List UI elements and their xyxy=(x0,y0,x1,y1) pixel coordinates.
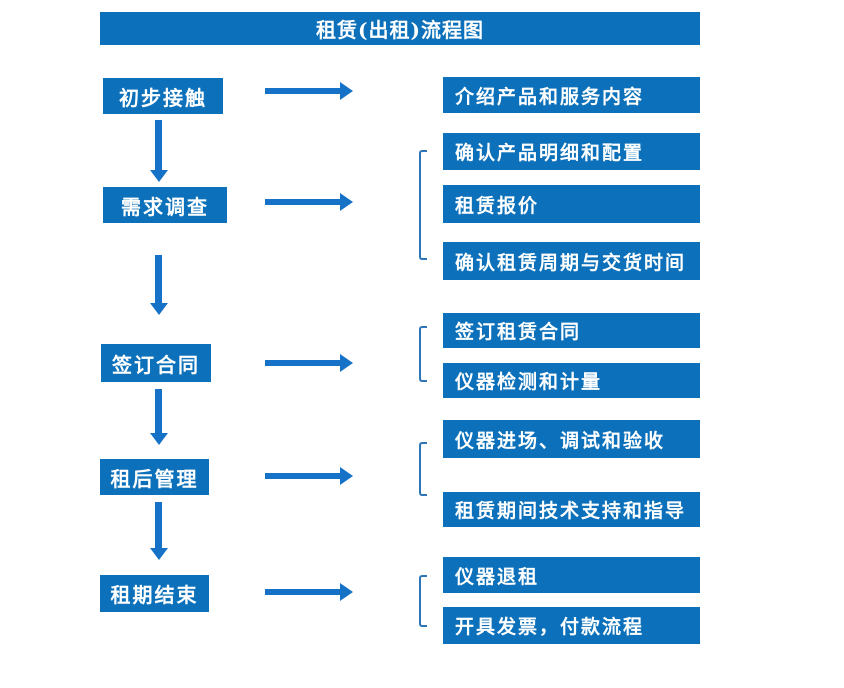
step-box-rental-end: 租期结束 xyxy=(100,575,209,612)
detail-box-instrument-inspection: 仪器检测和计量 xyxy=(443,363,700,398)
bracket-rental-end-group xyxy=(419,575,427,627)
detail-box-confirm-product-config: 确认产品明细和配置 xyxy=(443,133,700,170)
detail-box-technical-support: 租赁期间技术支持和指导 xyxy=(443,492,700,527)
step-box-post-rental-management: 租后管理 xyxy=(100,459,209,495)
down-arrow-4 xyxy=(155,502,162,548)
right-arrow-4 xyxy=(265,473,340,479)
right-arrow-3 xyxy=(265,360,340,366)
bracket-demand-survey-group xyxy=(419,150,427,260)
step-box-initial-contact: 初步接触 xyxy=(103,78,223,114)
step-box-sign-contract: 签订合同 xyxy=(101,344,211,382)
detail-box-introduce-products: 介绍产品和服务内容 xyxy=(443,77,700,113)
right-arrow-2 xyxy=(265,199,340,205)
flowchart-title: 租赁(出租)流程图 xyxy=(100,12,700,45)
right-arrow-5 xyxy=(265,589,340,595)
detail-box-instrument-setup-acceptance: 仪器进场、调试和验收 xyxy=(443,420,700,458)
bracket-sign-contract-group xyxy=(419,326,427,382)
down-arrow-2 xyxy=(155,255,162,303)
detail-box-instrument-return: 仪器退租 xyxy=(443,557,700,593)
step-box-demand-survey: 需求调查 xyxy=(103,187,227,223)
detail-box-sign-rental-contract: 签订租赁合同 xyxy=(443,313,700,348)
bracket-post-rental-group xyxy=(419,442,427,496)
right-arrow-1 xyxy=(265,88,340,94)
detail-box-rental-quotation: 租赁报价 xyxy=(443,185,700,223)
down-arrow-1 xyxy=(155,120,162,170)
detail-box-confirm-period-delivery: 确认租赁周期与交货时间 xyxy=(443,242,700,280)
detail-box-invoice-payment: 开具发票，付款流程 xyxy=(443,607,700,644)
down-arrow-3 xyxy=(155,389,162,433)
